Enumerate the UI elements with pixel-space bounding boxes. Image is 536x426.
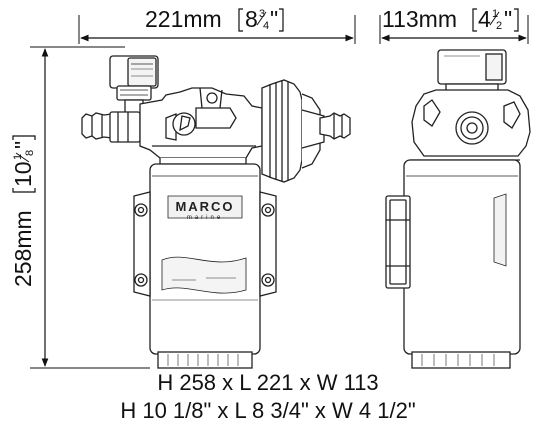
height-whole: 10 xyxy=(10,161,36,187)
width-side-whole: 4 xyxy=(478,6,491,32)
inlet-hose-barb-icon xyxy=(81,111,141,143)
width-front-den: 4 xyxy=(263,20,269,32)
side-end-cap xyxy=(411,351,511,369)
width-side-dimension: 113mm 4 1 2 " xyxy=(379,6,529,44)
height-den: 8 xyxy=(24,150,36,156)
right-mount-bracket-icon xyxy=(259,191,277,297)
caption-metric: H 258 x L 221 x W 113 xyxy=(157,370,379,395)
pump-front-view: MARCO marine xyxy=(81,55,351,369)
svg-text:": " xyxy=(10,141,36,149)
side-mount-bracket-icon xyxy=(385,195,411,289)
width-front-inch: " xyxy=(270,6,278,32)
width-side-mm: 113mm xyxy=(382,6,457,32)
accumulator-icon xyxy=(261,79,325,183)
outlet-hose-barb-icon xyxy=(319,112,351,140)
caption-imperial: H 10 1/8" x L 8 3/4" x W 4 1/2" xyxy=(120,398,416,423)
left-mount-bracket-icon xyxy=(133,191,151,297)
width-front-whole: 8 xyxy=(245,6,258,32)
pump-side-view xyxy=(385,49,531,369)
width-front-mm: 221mm xyxy=(145,6,222,32)
motor-end-cap xyxy=(157,351,253,369)
brand-subtitle: marine xyxy=(187,215,223,221)
width-front-dimension: 221mm 8 3 4 " xyxy=(78,6,356,44)
width-side-den: 2 xyxy=(496,20,502,32)
bracket-close xyxy=(279,8,284,32)
side-port-icon xyxy=(455,111,489,145)
width-side-num: 1 xyxy=(492,8,498,20)
height-mm: 258mm xyxy=(10,210,36,287)
height-dimension: 258mm 10 1 8 " xyxy=(10,46,150,369)
height-num: 1 xyxy=(12,154,24,160)
svg-text:": " xyxy=(504,6,512,32)
motor-housing: MARCO marine xyxy=(149,163,261,355)
bracket-open xyxy=(238,8,243,32)
width-front-num: 3 xyxy=(259,8,265,20)
brand-logo: MARCO xyxy=(175,199,234,214)
